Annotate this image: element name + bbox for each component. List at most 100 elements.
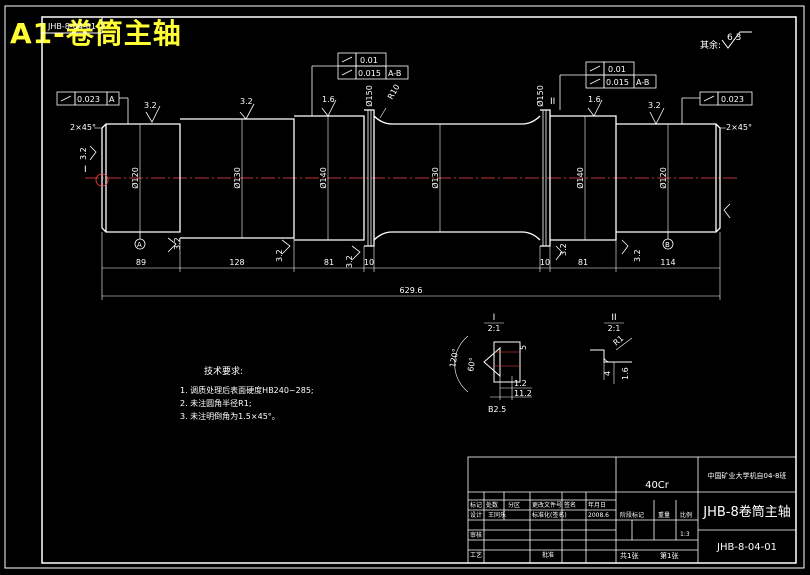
svg-text:3.2: 3.2: [240, 97, 253, 106]
detail-one-dim-c: B2.5: [488, 405, 506, 414]
svg-text:128: 128: [229, 258, 244, 267]
rev-h2: 分区: [508, 501, 520, 509]
stage-label: 阶段标记: [620, 511, 644, 519]
outer-frame: [4, 5, 805, 569]
diameter-d6: Ø130: [430, 167, 440, 189]
svg-text:3.2: 3.2: [79, 147, 88, 160]
tolerance-frame-left: [56, 91, 129, 124]
tech-item-3: 3. 未注明倒角为1.5×45°。: [180, 411, 280, 421]
diameter-d1: Ø120: [130, 167, 140, 189]
length-labels: 89 128 81 10 10 81 114 629.6: [136, 258, 676, 295]
datum-b-label: B: [665, 241, 670, 249]
tol-mid-left-runout: 0.015: [358, 69, 381, 78]
rev-h1: 处数: [486, 501, 498, 509]
svg-text:3.2: 3.2: [559, 243, 568, 256]
detail-one-title: I: [493, 313, 496, 323]
detail-two-dim-a: 1.6: [621, 367, 630, 380]
rev-h3: 更改文件号: [532, 501, 562, 509]
radius-label: R10: [386, 83, 402, 101]
detail-one-scale: 2:1: [488, 324, 501, 333]
shaft-outline: [101, 109, 721, 247]
drawing-no: JHB-8-04-01: [716, 542, 777, 553]
svg-text:3.2: 3.2: [144, 101, 157, 110]
detail-two-title: II: [611, 313, 616, 323]
rev-h5: 年月日: [588, 501, 606, 509]
title-block-text: 40Cr 中国矿业大学机自04-8班 JHB-8卷筒主轴 JHB-8-04-01…: [470, 471, 791, 560]
diameter-d9: Ø120: [658, 167, 668, 189]
tech-heading: 技术要求:: [204, 365, 243, 377]
tech-item-2: 2. 未注圆角半径R1;: [180, 398, 252, 408]
process-label: 工艺: [470, 551, 482, 559]
radius-leader: [379, 107, 387, 119]
svg-text:81: 81: [578, 258, 588, 267]
sheet-no: 第1张: [660, 551, 678, 560]
diameter-d3: Ø140: [318, 167, 328, 189]
svg-text:3.2: 3.2: [648, 101, 661, 110]
approve-label: 批准: [542, 551, 554, 559]
tech-requirements: 技术要求: 1. 调质处理后表面硬度HB240~285; 2. 未注圆角半径R1…: [180, 365, 314, 421]
tolerance-frame-right: [681, 91, 753, 124]
drawing-number-box: [41, 16, 103, 34]
title-block: [467, 456, 797, 564]
section-one-circle: [95, 173, 109, 187]
rev-h0: 标记: [470, 501, 482, 509]
designer: 王同乐: [488, 512, 506, 519]
svg-text:10: 10: [364, 258, 374, 267]
scale-label: 比例: [680, 511, 692, 519]
detail-one-angle-outer: 120°: [448, 348, 460, 369]
sheet-total: 共1张: [620, 551, 638, 560]
org-name: 中国矿业大学机自04-8班: [708, 471, 787, 480]
chamfer-left: 2×45°: [70, 123, 96, 132]
roughness-symbols: [89, 99, 731, 261]
other-finish-value: 6.3: [727, 33, 741, 43]
section-two-mark: II: [550, 97, 555, 107]
tol-mid-right-ref: A-B: [636, 78, 649, 87]
svg-text:114: 114: [660, 258, 675, 267]
weight-label: 重量: [658, 511, 670, 519]
detail-one: I 2:1 120° 60° 1.2 11.2 B2.5 5: [448, 313, 532, 414]
diameter-d2: Ø130: [232, 167, 242, 189]
std-date: 2008.6: [588, 512, 609, 519]
collar-grooves: [367, 110, 547, 246]
tol-mid-left-ref: A-B: [388, 69, 401, 78]
svg-text:10: 10: [540, 258, 550, 267]
svg-text:3.2: 3.2: [345, 255, 354, 268]
material: 40Cr: [645, 480, 670, 491]
svg-text:89: 89: [136, 258, 146, 267]
tolerance-frame-mid-left: [311, 52, 409, 116]
std-label: 标准化(签名): [532, 511, 567, 519]
detail-one-dim-a: 1.2: [514, 379, 527, 388]
diameter-labels: Ø120 Ø130 Ø140 Ø150 Ø130 Ø150 Ø140 Ø120: [130, 85, 668, 189]
detail-one-side: 5: [519, 345, 528, 350]
detail-two-radius: R1: [612, 334, 626, 348]
length-dim-lines: [101, 232, 721, 300]
other-finish-label: 其余:: [700, 39, 721, 51]
svg-text:3.2: 3.2: [275, 249, 284, 262]
svg-text:1.6: 1.6: [322, 95, 335, 104]
detail-two: II 2:1 R1 1.6 4: [590, 313, 633, 384]
check-label: 审核: [470, 531, 482, 539]
tol-mid-right-flat: 0.01: [608, 65, 626, 74]
svg-text:81: 81: [324, 258, 334, 267]
datum-marker-b: [662, 232, 674, 250]
svg-text:3.2: 3.2: [633, 249, 642, 262]
svg-text:629.6: 629.6: [400, 286, 423, 295]
part-name: JHB-8卷筒主轴: [702, 504, 791, 520]
tol-right-value: 0.023: [721, 95, 744, 104]
svg-text:3.2: 3.2: [173, 237, 182, 250]
tech-item-1: 1. 调质处理后表面硬度HB240~285;: [180, 385, 314, 395]
detail-two-scale: 2:1: [608, 324, 621, 333]
tolerance-frame-mid-right: [559, 61, 657, 110]
scale-value: 1:3: [680, 531, 690, 538]
diameter-d8: Ø140: [575, 167, 585, 189]
diameter-d4: Ø150: [364, 85, 374, 107]
datum-marker-a: [134, 232, 146, 250]
other-finish-symbol: [721, 31, 752, 49]
datum-a-label: A: [137, 241, 142, 249]
tol-left-ref: A: [109, 95, 115, 104]
tol-mid-right-runout: 0.015: [606, 78, 629, 87]
chamfer-right: 2×45°: [726, 123, 752, 132]
detail-two-dim-b: 4: [603, 371, 612, 376]
drawing-number-box-text: JHB-8-04-01: [47, 22, 96, 31]
